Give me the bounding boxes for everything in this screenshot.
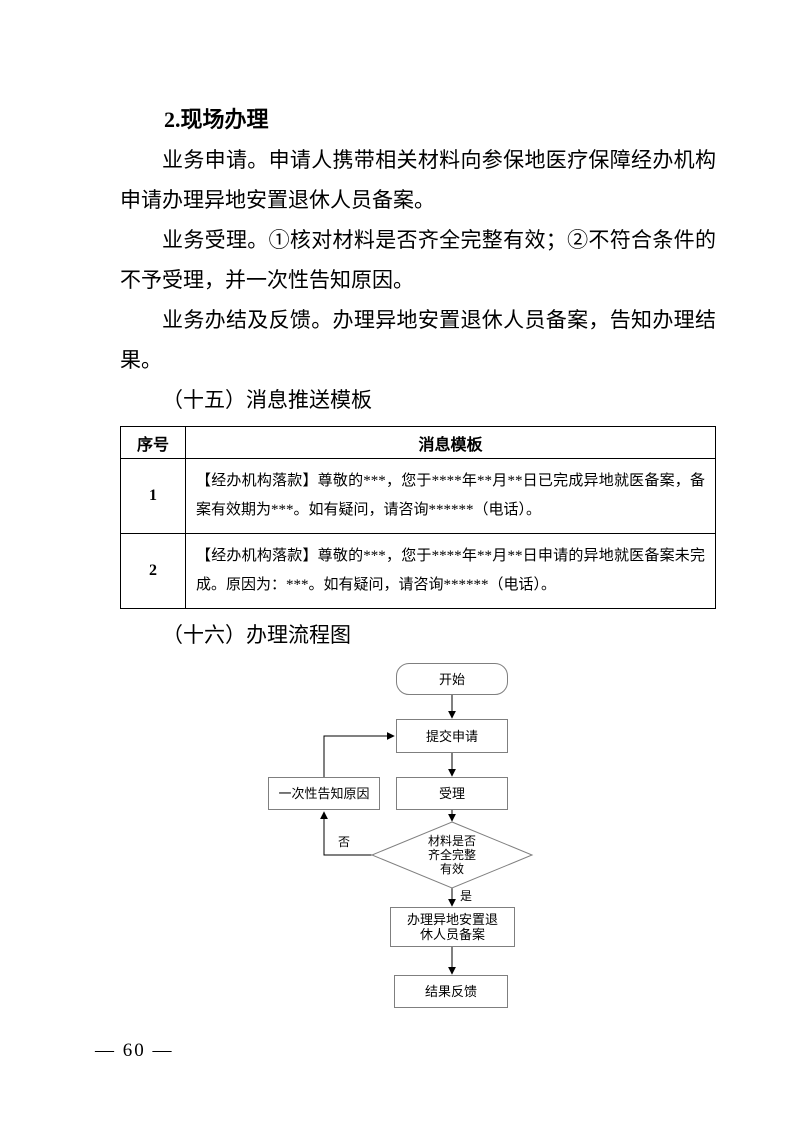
flow-node-accept: 受理 — [396, 777, 508, 810]
row2-seq: 2 — [120, 533, 186, 609]
page-number: — 60 — — [95, 1040, 174, 1061]
paragraph-completion: 业务办结及反馈。办理异地安置退休人员备案，告知办理结果。 — [120, 308, 716, 372]
flow-node-feedback: 结果反馈 — [394, 975, 508, 1008]
subsection-heading-15: （十五）消息推送模板 — [162, 388, 372, 412]
flowchart: 开始 提交申请 受理 一次性告知原因 材料是否 齐全完整 有效 办理异地安置退 … — [120, 659, 716, 1019]
paragraph-acceptance: 业务受理。①核对材料是否齐全完整有效；②不符合条件的不予受理，并一次性告知原因。 — [120, 228, 716, 292]
subsection-heading-16: （十六）办理流程图 — [162, 623, 351, 647]
flow-node-notify-reason: 一次性告知原因 — [268, 777, 380, 810]
table-header-seq: 序号 — [120, 426, 186, 459]
arrow-notify-to-submit — [323, 732, 395, 777]
message-template-table: 序号 消息模板 1 【经办机构落款】尊敬的***，您于****年**月**日已完… — [120, 426, 716, 609]
flow-label-no: 否 — [336, 833, 353, 850]
row2-template-text: 【经办机构落款】尊敬的***，您于****年**月**日申请的异地就医备案未完成… — [185, 533, 716, 609]
flow-node-submit: 提交申请 — [396, 719, 508, 753]
row1-seq: 1 — [120, 458, 186, 534]
flow-node-handle-record: 办理异地安置退 休人员备案 — [390, 907, 515, 947]
document-content: 2.现场办理 业务申请。申请人携带相关材料向参保地医疗保障经办机构申请办理异地安… — [120, 100, 716, 1019]
arrow-decision-no-to-notify — [320, 811, 374, 856]
flow-node-start: 开始 — [396, 663, 508, 695]
table-header-row: 序号 消息模板 — [120, 426, 716, 459]
row1-template-text: 【经办机构落款】尊敬的***，您于****年**月**日已完成异地就医备案，备案… — [185, 458, 716, 534]
table-row: 1 【经办机构落款】尊敬的***，您于****年**月**日已完成异地就医备案，… — [120, 458, 716, 534]
table-row: 2 【经办机构落款】尊敬的***，您于****年**月**日申请的异地就医备案未… — [120, 533, 716, 609]
paragraph-application: 业务申请。申请人携带相关材料向参保地医疗保障经办机构申请办理异地安置退休人员备案… — [120, 148, 716, 212]
decision-diamond-shape — [370, 821, 534, 889]
flow-node-decision: 材料是否 齐全完整 有效 — [427, 834, 476, 876]
flow-label-yes: 是 — [458, 887, 475, 904]
table-header-template: 消息模板 — [185, 426, 716, 459]
flowchart-connectors — [320, 695, 534, 975]
section-heading: 2.现场办理 — [164, 107, 269, 132]
